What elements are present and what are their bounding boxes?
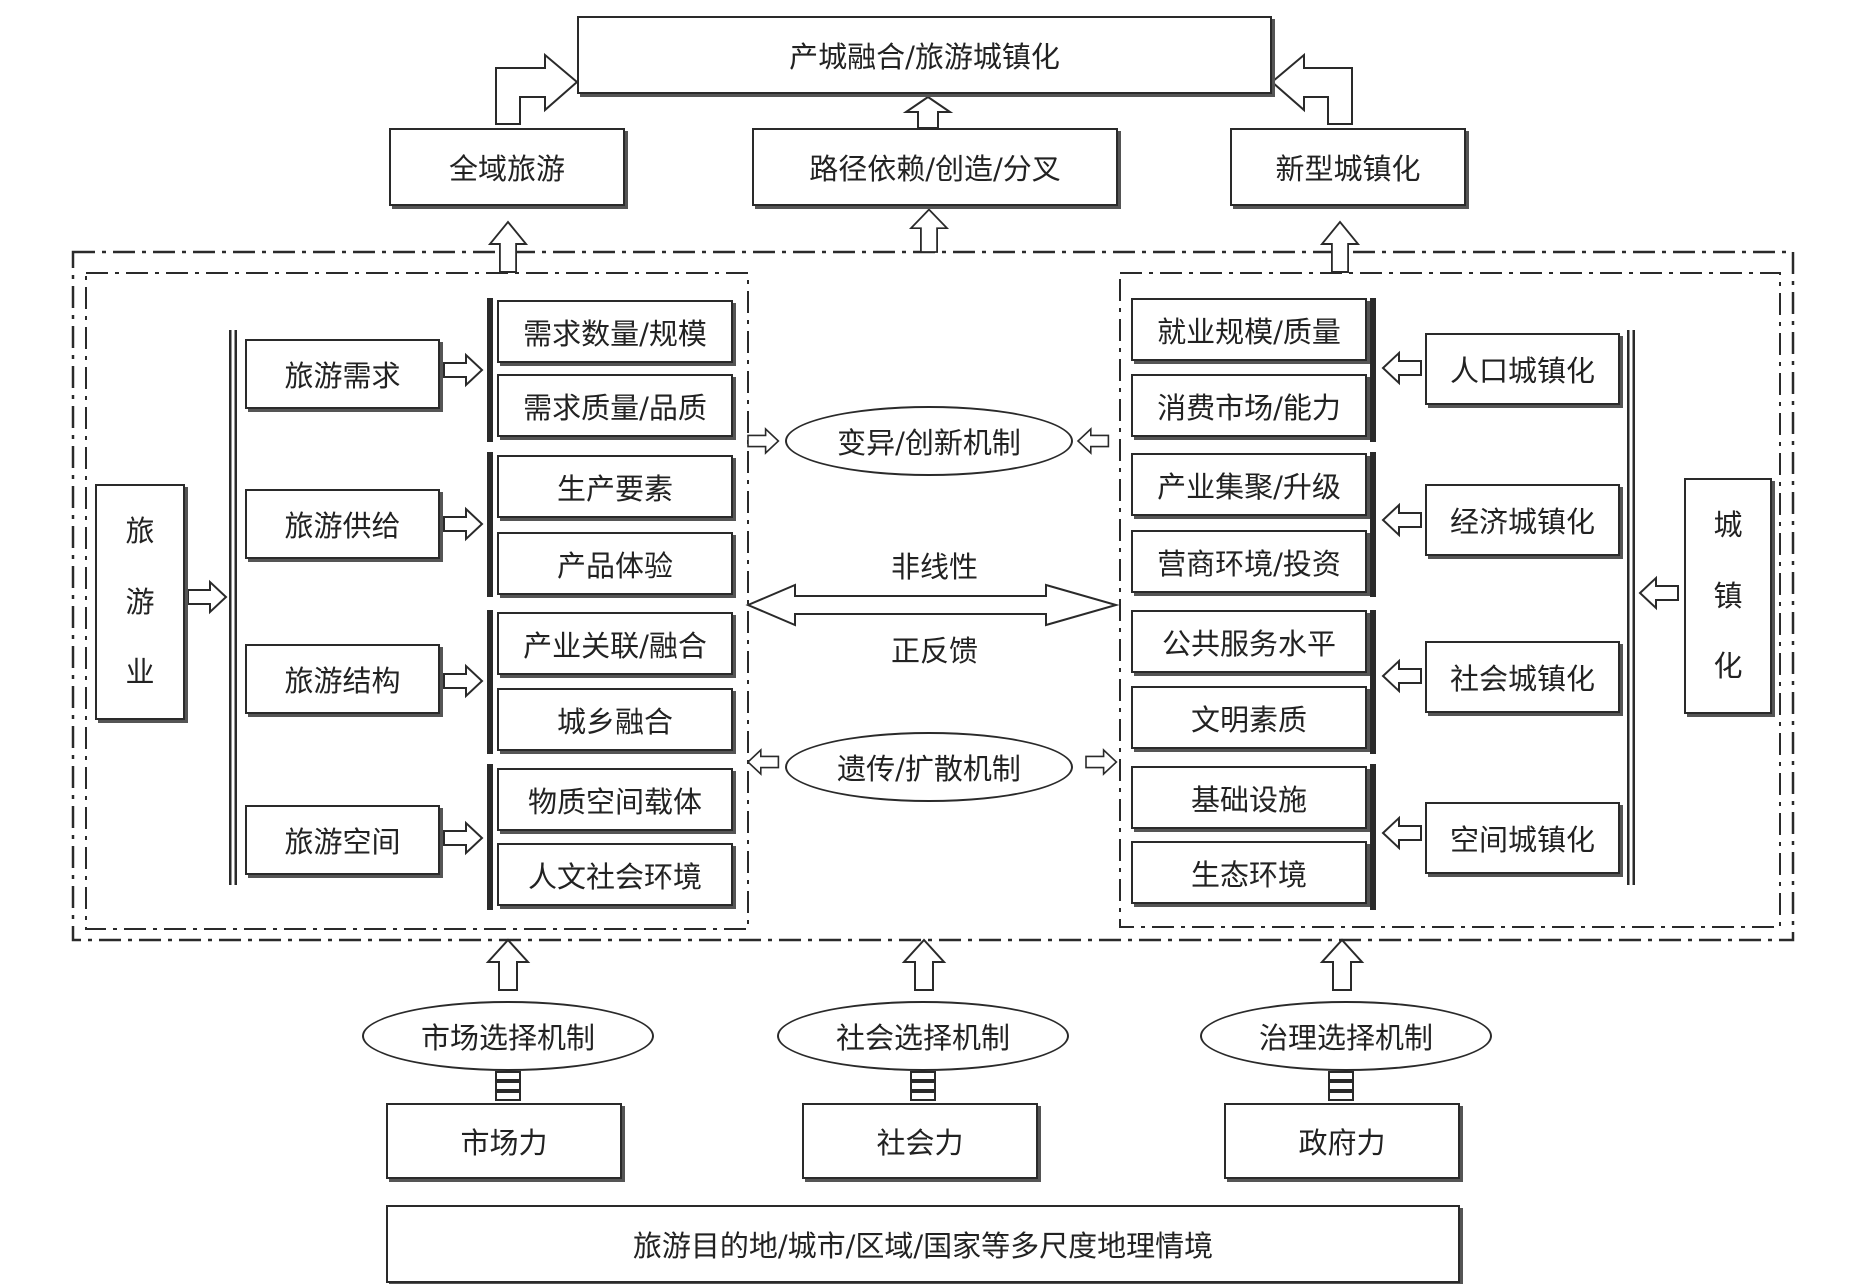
- elbow-arrow-left: [495, 52, 579, 125]
- industry-linkage-box: 产业关联/融合: [497, 612, 733, 675]
- positive-feedback-label: 正反馈: [891, 634, 979, 668]
- ecology-box: 生态环境: [1131, 841, 1367, 904]
- nonlinear-label: 非线性: [891, 550, 979, 584]
- urbanization-dashed-frame: [1119, 272, 1781, 928]
- up-arrow-market: [487, 939, 529, 991]
- demand-quantity-box: 需求数量/规模: [497, 300, 733, 363]
- urbanization-char: 城: [1713, 508, 1743, 542]
- urbanization-char: 镇: [1713, 578, 1743, 613]
- market-selection-oval: 市场选择机制: [362, 1001, 654, 1071]
- up-arrow-social: [903, 939, 945, 991]
- arrow-population: [1382, 352, 1422, 384]
- production-factors-box: 生产要素: [497, 455, 733, 518]
- population-urbanization-box: 人口城镇化: [1425, 333, 1620, 405]
- tourism-structure-box: 旅游结构: [245, 644, 440, 714]
- cultural-social-box: 人文社会环境: [497, 843, 733, 906]
- arrow-to-variation: [747, 428, 780, 454]
- arrow-supply: [443, 508, 483, 540]
- up-arrow-right-top: [1321, 221, 1359, 273]
- arrow-structure: [443, 665, 483, 697]
- employment-box: 就业规模/质量: [1131, 298, 1367, 361]
- tourism-industry-char: 游: [125, 584, 155, 619]
- arrow-demand: [443, 354, 483, 386]
- connector-social: [910, 1071, 936, 1101]
- governance-selection-oval: 治理选择机制: [1200, 1001, 1492, 1071]
- variation-mechanism-oval: 变异/创新机制: [785, 406, 1073, 476]
- urbanization-char: 化: [1713, 649, 1743, 683]
- arrow-space: [443, 822, 483, 854]
- elbow-arrow-right: [1270, 52, 1353, 125]
- spatial-urbanization-box: 空间城镇化: [1425, 802, 1620, 874]
- center-up-arrow-top: [902, 95, 954, 129]
- up-arrow-left-top: [489, 221, 527, 273]
- market-force-box: 市场力: [386, 1103, 622, 1179]
- new-urbanization-box: 新型城镇化: [1230, 128, 1466, 206]
- government-force-box: 政府力: [1224, 1103, 1460, 1179]
- integration-title-box: 产城融合/旅游城镇化: [577, 16, 1272, 94]
- tourism-dashed-frame: [85, 272, 749, 930]
- heredity-mechanism-oval: 遗传/扩散机制: [785, 732, 1073, 802]
- tourism-industry-char: 业: [125, 655, 155, 689]
- path-dependence-box: 路径依赖/创造/分叉: [752, 128, 1118, 206]
- tourism-industry-box: 旅 游 业: [95, 484, 185, 720]
- physical-space-box: 物质空间载体: [497, 768, 733, 831]
- geographic-context-box: 旅游目的地/城市/区域/国家等多尺度地理情境: [386, 1205, 1460, 1283]
- tourism-space-box: 旅游空间: [245, 805, 440, 875]
- economic-urbanization-box: 经济城镇化: [1425, 484, 1620, 556]
- global-tourism-box: 全域旅游: [389, 128, 625, 206]
- arrow-economic: [1382, 504, 1422, 536]
- arrow-urbanization-main: [1639, 577, 1679, 609]
- consumption-box: 消费市场/能力: [1131, 374, 1367, 437]
- up-arrow-governance: [1321, 939, 1363, 991]
- infrastructure-box: 基础设施: [1131, 766, 1367, 829]
- social-selection-oval: 社会选择机制: [777, 1001, 1069, 1071]
- connector-governance: [1328, 1071, 1354, 1101]
- arrow-from-variation: [1077, 428, 1110, 454]
- civility-box: 文明素质: [1131, 686, 1367, 749]
- arrow-from-heredity-right: [1085, 749, 1118, 775]
- public-service-box: 公共服务水平: [1131, 610, 1367, 673]
- arrow-tourism-main: [187, 581, 227, 613]
- double-arrow-nonlinear: [745, 583, 1120, 627]
- connector-market: [495, 1071, 521, 1101]
- arrow-social-urb: [1382, 660, 1422, 692]
- tourism-supply-box: 旅游供给: [245, 489, 440, 559]
- up-arrow-center-top: [910, 208, 948, 253]
- urban-rural-box: 城乡融合: [497, 688, 733, 751]
- arrow-spatial: [1382, 817, 1422, 849]
- product-experience-box: 产品体验: [497, 532, 733, 595]
- arrow-from-heredity-left: [747, 749, 780, 775]
- tourism-industry-char: 旅: [125, 514, 155, 548]
- industry-agglomeration-box: 产业集聚/升级: [1131, 453, 1367, 516]
- social-urbanization-box: 社会城镇化: [1425, 641, 1620, 713]
- business-environment-box: 营商环境/投资: [1131, 530, 1367, 593]
- demand-quality-box: 需求质量/品质: [497, 374, 733, 437]
- social-force-box: 社会力: [802, 1103, 1038, 1179]
- tourism-demand-box: 旅游需求: [245, 339, 440, 409]
- urbanization-box: 城 镇 化: [1684, 478, 1772, 714]
